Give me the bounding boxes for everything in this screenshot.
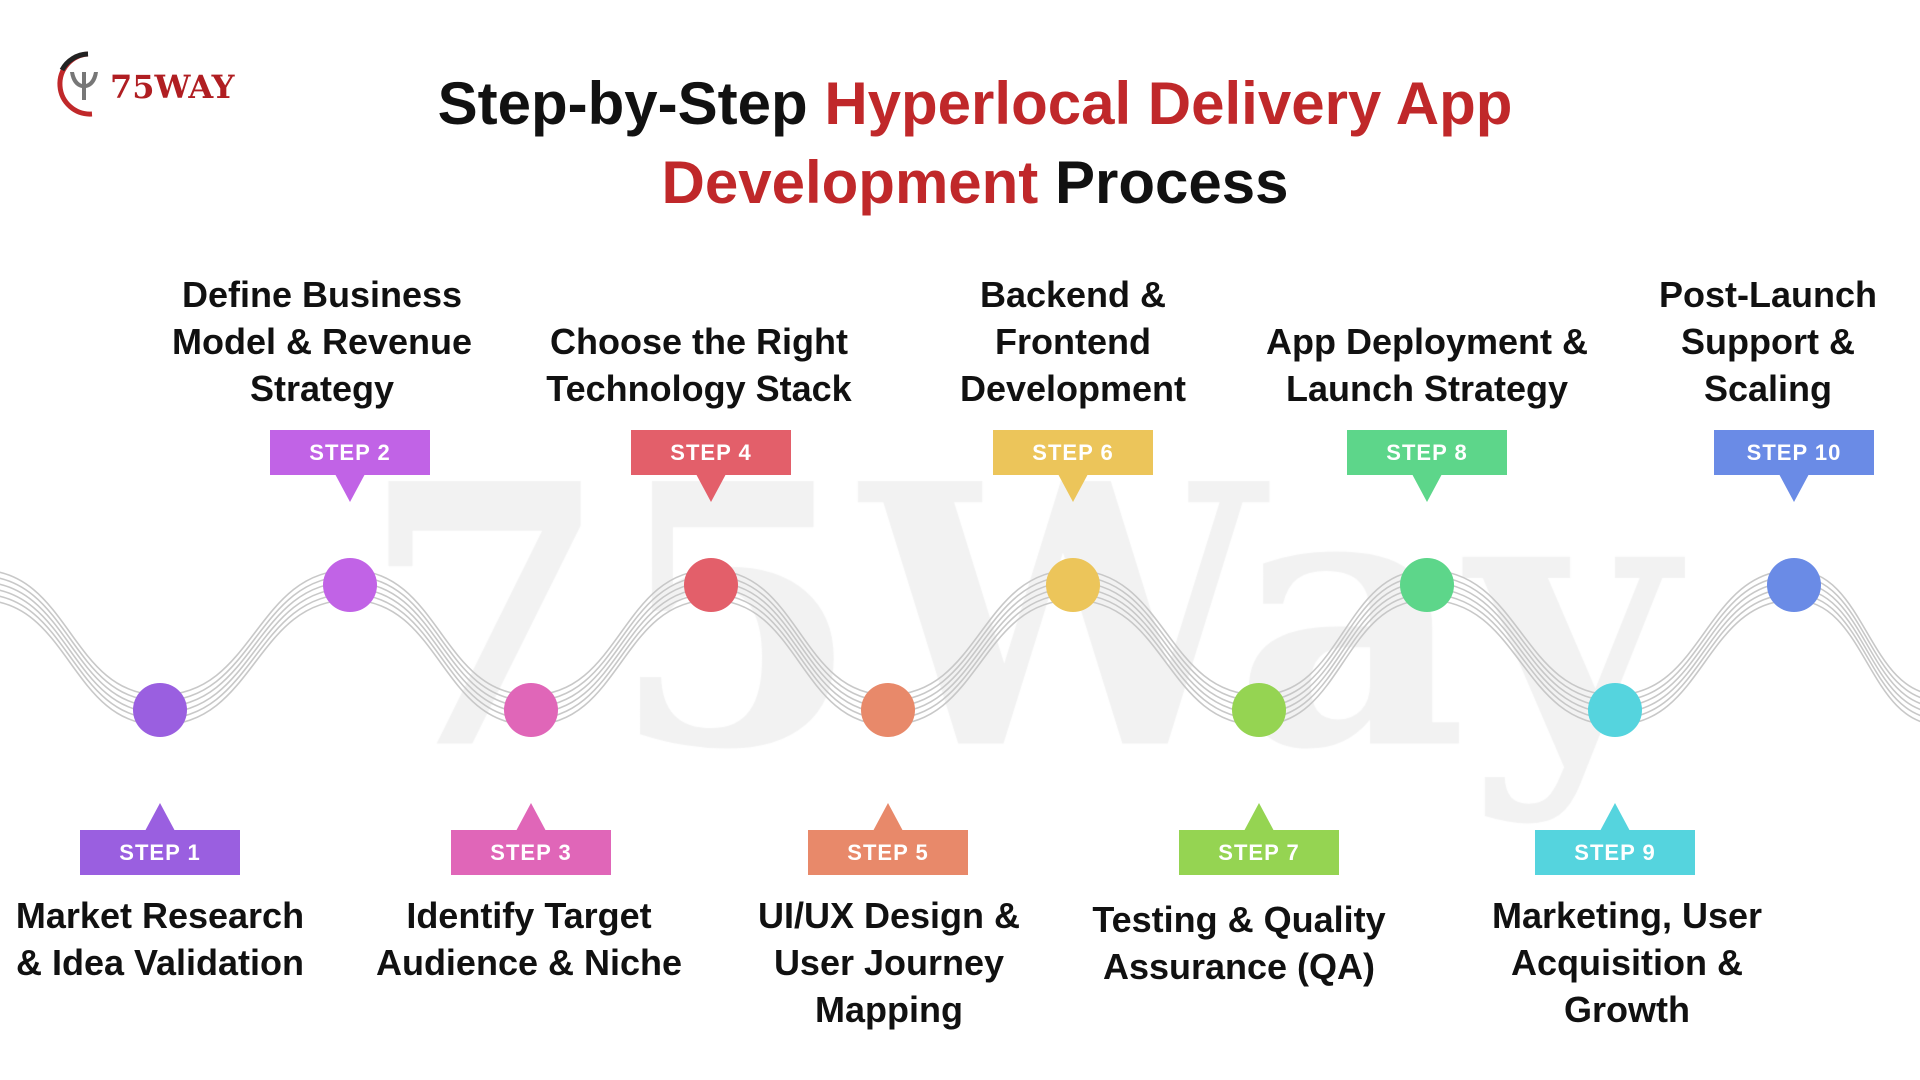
- step-label: STEP 8: [1347, 430, 1507, 502]
- title-highlight: Development: [661, 149, 1039, 216]
- step-heading: Marketing, User Acquisition & Growth: [1491, 895, 1763, 1030]
- step-label: STEP 10: [1714, 430, 1874, 502]
- step-label: STEP 5: [808, 803, 968, 875]
- step-heading: Post-Launch Support & Scaling: [1658, 274, 1877, 409]
- step-dot: [133, 683, 187, 737]
- step-dot: [684, 558, 738, 612]
- step-label: STEP 9: [1535, 803, 1695, 875]
- step-heading: Backend & Frontend Development: [959, 274, 1187, 409]
- title-part: Step-by-Step: [437, 70, 825, 137]
- step-label: STEP 3: [451, 803, 611, 875]
- step-heading: UI/UX Design & User Journey Mapping: [757, 895, 1021, 1030]
- step-heading: Identify Target Audience & Niche: [375, 895, 683, 983]
- step-dot: [861, 683, 915, 737]
- step-label: STEP 7: [1179, 803, 1339, 875]
- logo-text: 75WAY: [110, 68, 236, 106]
- logo: 75WAY: [57, 51, 236, 117]
- trident-icon: [70, 72, 98, 100]
- step-label: STEP 2: [270, 430, 430, 502]
- step-label: STEP 6: [993, 430, 1153, 502]
- title-highlight: Hyperlocal Delivery App: [824, 70, 1513, 137]
- step-dot: [1232, 683, 1286, 737]
- step-heading: Choose the Right Technology Stack: [546, 321, 852, 409]
- step-dot: [504, 683, 558, 737]
- step-dot: [1767, 558, 1821, 612]
- step-heading: Define Business Model & Revenue Strategy: [171, 274, 473, 409]
- page-title: Step-by-Step Hyperlocal Delivery App Dev…: [0, 64, 1920, 222]
- step-heading: Market Research & Idea Validation: [15, 895, 305, 983]
- step-dot: [1046, 558, 1100, 612]
- step-dot: [323, 558, 377, 612]
- step-dot: [1588, 683, 1642, 737]
- step-label: STEP 1: [80, 803, 240, 875]
- step-heading: Testing & Quality Assurance (QA): [1092, 899, 1386, 987]
- title-part: Process: [1038, 149, 1289, 216]
- step-label: STEP 4: [631, 430, 791, 502]
- step-dot: [1400, 558, 1454, 612]
- step-heading: App Deployment & Launch Strategy: [1265, 321, 1588, 409]
